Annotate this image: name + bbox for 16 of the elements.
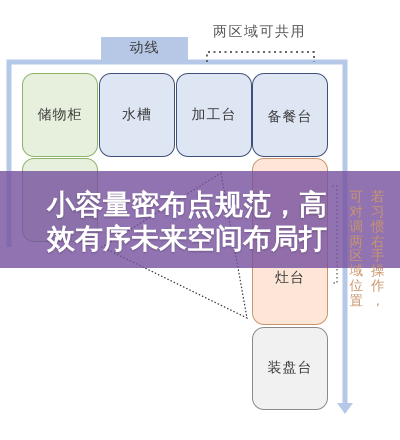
zone-box (252, 73, 328, 157)
zone-box (99, 73, 175, 157)
side-note: 若习惯右手操作，可对调两区域位置 (350, 190, 385, 310)
bracket-note: 两区域可共用 (213, 23, 306, 41)
zone-label: 储物柜 (38, 106, 82, 124)
zone-box (22, 73, 98, 157)
banner-title: 小容量密布点规范，高效有序未来空间布局打 (47, 188, 328, 256)
flow-label-tab (101, 37, 188, 60)
zone-label: 备餐台 (268, 109, 312, 126)
flow-label: 动线 (130, 40, 160, 57)
zone-box (176, 73, 252, 157)
zone-label: 灶台 (275, 270, 305, 287)
zone-label: 加工台 (192, 106, 236, 124)
zone-label: 水槽 (122, 106, 152, 124)
zone-box (252, 327, 328, 410)
zone-label: 装盘台 (268, 360, 312, 377)
